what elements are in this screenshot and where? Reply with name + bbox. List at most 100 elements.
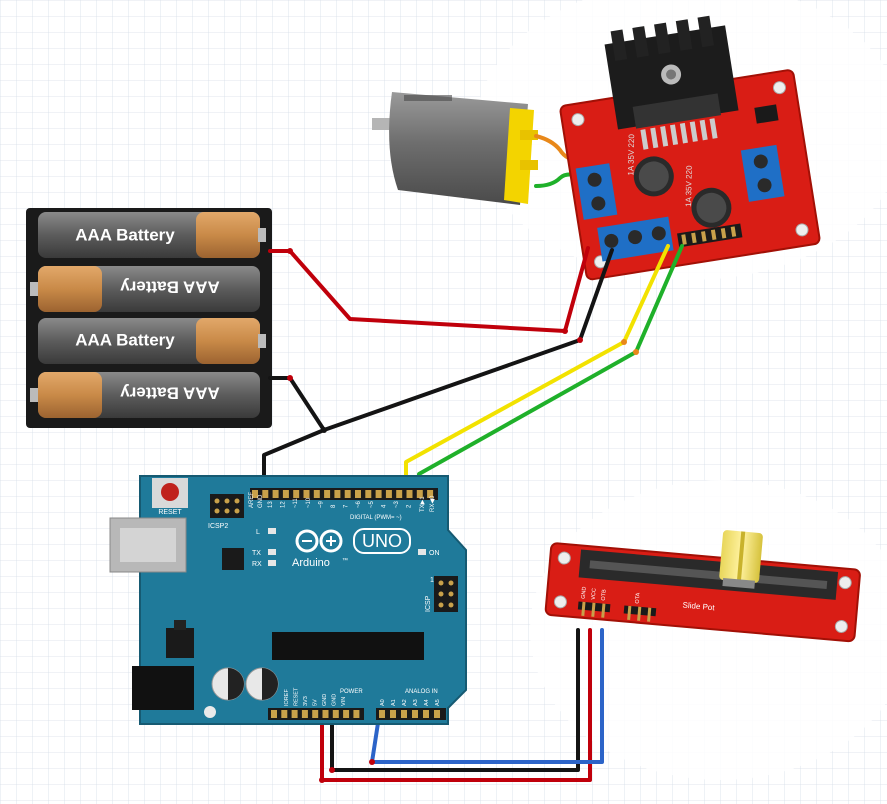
capacitor-1: 1A 35V 220 [626,134,674,197]
header-pin [343,710,350,718]
header-pin [423,710,429,718]
led-tx-label: TX [252,550,261,557]
digital-pin-label: 4 [381,504,387,508]
header-pin [252,490,258,498]
analog-label: ANALOG IN [405,689,438,695]
header-pin [416,490,423,498]
header-pin [272,490,279,498]
battery-pack: AAA Battery AAA Battery AAA Battery AAA … [26,208,272,428]
battery-cell-label: AAA Battery [75,225,175,244]
digital-label: DIGITAL (PWM= ~) [350,515,402,521]
battery-cell-label: AAA Battery [75,330,175,349]
analog-pin-label: A3 [413,699,419,706]
motor-terminal-b [740,144,785,202]
wire-pot-5v [320,628,592,782]
header-pin [434,710,440,718]
battery-cell-label: AAA Battery [120,278,220,297]
analog-pin-label: A2 [402,699,408,706]
battery-cell-1: AAA Battery [38,212,266,258]
power-pin-label: IOREF [284,689,290,706]
bottom-pin-row [271,710,440,718]
capacitor-2: 1A 35V 220 [684,165,732,228]
header-pin [281,710,288,718]
header-pin [301,710,308,718]
dc-motor [372,92,538,205]
header-pin [322,710,329,718]
power-terminal [597,216,674,262]
header-pin [334,490,341,498]
icsp2-label: ICSP2 [208,523,228,530]
control-header [677,223,743,248]
icsp2-header [210,494,244,518]
header-pin [312,710,319,718]
voltage-regulator [166,628,194,658]
digital-pin-label: ~10 [306,497,312,508]
arduino-logo: UNO Arduino ™ [292,528,411,569]
icsp-label: ICSP [425,595,432,612]
battery-cell-4: AAA Battery [30,372,260,418]
header-pin [353,710,360,718]
power-label: POWER [340,689,363,695]
power-pin-label: RESET [294,687,300,706]
power-pin-label: GND [332,694,338,706]
analog-pin-label: A4 [424,699,430,706]
power-pin-label: GND [322,694,328,706]
power-pin-label: 5V [313,699,319,706]
rx-pin-label: RX◀0 [430,495,436,512]
capacitor-label: 1A 35V 220 [684,165,694,207]
usb-chip [222,548,244,570]
icsp-pin1-label: 1 [430,577,434,584]
header-pin [406,490,413,498]
uno-label: UNO [362,531,402,551]
header-pin [375,490,382,498]
digital-pin-label: 8 [331,504,337,508]
power-pin-label: 3V3 [303,696,309,706]
reset-label: RESET [158,509,182,516]
battery-cell-3: AAA Battery [38,318,266,364]
digital-pin-label: ~5 [369,500,375,508]
icsp-header [434,576,458,612]
analog-pin-label: A1 [391,699,397,706]
led-rx-label: RX [252,561,262,568]
header-pin [385,490,392,498]
led-on-label: ON [429,550,440,557]
digital-pin-label: 7 [344,504,350,508]
capacitor-label: 1A 35V 220 [626,134,636,176]
header-pin [401,710,407,718]
analog-pin-label: A5 [435,699,441,706]
digital-pin-row [252,490,434,498]
pot-pin-label: OTA [635,592,642,604]
header-pin [291,710,298,718]
power-jack [132,666,194,710]
header-pin [379,710,385,718]
ic-pins [640,118,718,150]
header-pin [324,490,331,498]
digital-pin-label: 13 [268,501,274,508]
header-pin [262,490,269,498]
pot-pin-label: VCC [591,588,598,600]
led-l-label: L [256,529,260,536]
power-pin-label: VIN [341,697,347,706]
wire-pot-gnd [330,628,580,772]
header-pin [282,490,289,498]
tx-pin-label: TX▶1 [420,496,426,512]
aref-label: AREF [249,492,255,508]
digital-pin-label: 2 [407,504,413,508]
header-pin [355,490,361,498]
header-pin [365,490,372,498]
atmega-chip [272,632,424,660]
motor-driver-board: 1A 35V 220 1A 35V 220 [559,15,821,281]
pot-pin-label: GND [581,586,588,599]
header-pin [332,710,339,718]
header-pin [390,710,396,718]
motor-terminal-a [575,163,618,220]
slider-knob[interactable] [718,530,763,589]
battery-cell-2: AAA Battery [30,266,260,312]
digital-pin-label: 12 [281,501,287,508]
